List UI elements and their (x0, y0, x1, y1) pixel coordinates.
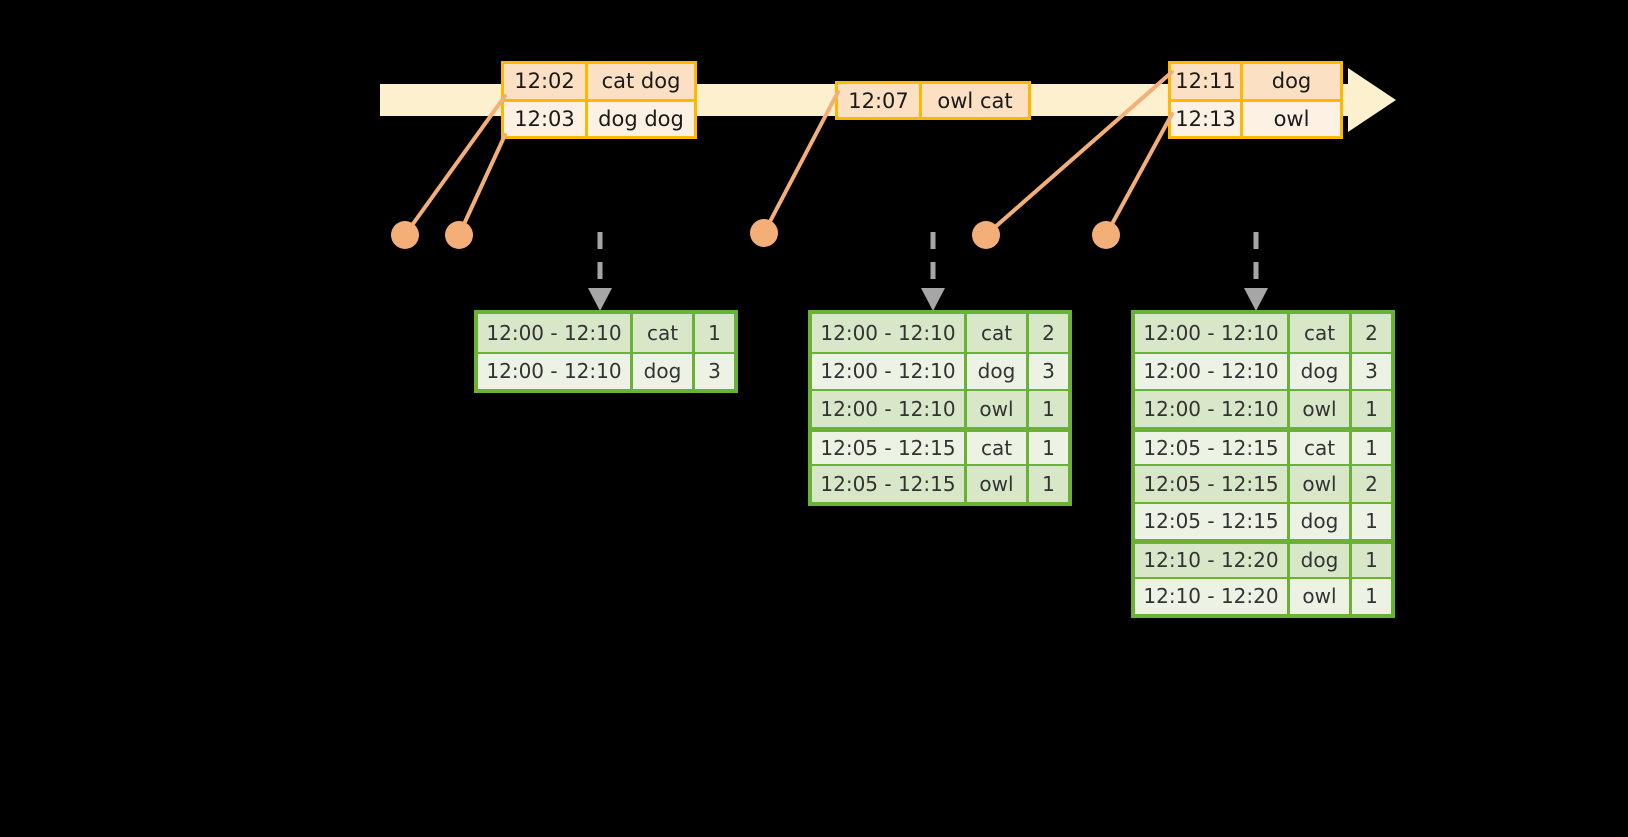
cell-count: 1 (1026, 466, 1068, 502)
emit-arrow-head-3 (1244, 288, 1268, 311)
table-row: 12:10 - 12:20 dog 1 (1135, 539, 1391, 577)
table-row: 12:00 - 12:10 dog 3 (812, 351, 1068, 389)
cell-key: cat (1287, 431, 1349, 464)
event-row: 12:13 owl (1171, 98, 1340, 136)
table-row: 12:05 - 12:15 owl 1 (812, 464, 1068, 502)
event-time: 12:11 (1171, 64, 1243, 99)
cell-window: 12:00 - 12:10 (478, 314, 630, 352)
event-row: 12:03 dog dog (504, 98, 694, 136)
cell-key: owl (964, 391, 1026, 427)
cell-count: 1 (1349, 503, 1391, 539)
cell-key: dog (964, 353, 1026, 389)
event-dot-3 (750, 219, 778, 247)
cell-key: cat (630, 314, 692, 352)
event-dot-2 (445, 221, 473, 249)
cell-key: cat (964, 431, 1026, 464)
cell-key: cat (964, 314, 1026, 352)
event-time: 12:07 (838, 84, 922, 117)
event-box-2[interactable]: 12:07 owl cat (835, 81, 1031, 120)
cell-count: 1 (1349, 431, 1391, 464)
event-dot-1 (391, 221, 419, 249)
cell-key: dog (630, 353, 692, 389)
cell-key: dog (1287, 544, 1349, 577)
cell-count: 2 (1349, 314, 1391, 352)
event-value: owl (1273, 106, 1310, 131)
event-value: owl cat (937, 88, 1013, 113)
cell-count: 1 (1026, 431, 1068, 464)
cell-count: 1 (1349, 391, 1391, 427)
cell-count: 1 (1349, 578, 1391, 614)
cell-key: owl (964, 466, 1026, 502)
cell-count: 3 (1026, 353, 1068, 389)
event-box-3[interactable]: 12:11 dog 12:13 owl (1168, 61, 1343, 139)
result-table-2[interactable]: 12:00 - 12:10 cat 2 12:00 - 12:10 dog 3 … (808, 310, 1072, 506)
table-row: 12:05 - 12:15 owl 2 (1135, 464, 1391, 502)
event-time: 12:02 (504, 64, 588, 99)
result-table-1[interactable]: 12:00 - 12:10 cat 1 12:00 - 12:10 dog 3 (474, 310, 738, 393)
cell-window: 12:00 - 12:10 (812, 314, 964, 352)
connector-line-5 (1104, 112, 1174, 237)
event-row: 12:07 owl cat (838, 84, 1028, 117)
table-row: 12:00 - 12:10 dog 3 (478, 351, 734, 389)
cell-count: 1 (1349, 544, 1391, 577)
table-row: 12:05 - 12:15 dog 1 (1135, 501, 1391, 539)
cell-window: 12:00 - 12:10 (1135, 314, 1287, 352)
event-row: 12:11 dog (1171, 64, 1340, 99)
cell-window: 12:05 - 12:15 (812, 431, 964, 464)
table-row: 12:00 - 12:10 owl 1 (812, 389, 1068, 427)
table-row: 12:00 - 12:10 cat 2 (1135, 314, 1391, 352)
cell-count: 3 (692, 353, 734, 389)
cell-window: 12:05 - 12:15 (1135, 466, 1287, 502)
cell-window: 12:05 - 12:15 (1135, 431, 1287, 464)
event-box-1[interactable]: 12:02 cat dog 12:03 dog dog (501, 61, 697, 139)
connector-line-2 (457, 133, 507, 237)
result-table-3[interactable]: 12:00 - 12:10 cat 2 12:00 - 12:10 dog 3 … (1131, 310, 1395, 618)
table-row: 12:00 - 12:10 cat 1 (478, 314, 734, 352)
cell-window: 12:00 - 12:10 (478, 353, 630, 389)
event-value: dog (1271, 69, 1312, 94)
cell-key: dog (1287, 503, 1349, 539)
event-value: cat dog (601, 69, 681, 94)
cell-count: 1 (692, 314, 734, 352)
table-row: 12:05 - 12:15 cat 1 (812, 426, 1068, 464)
cell-window: 12:00 - 12:10 (812, 353, 964, 389)
emit-arrow-head-1 (588, 288, 612, 311)
table-row: 12:00 - 12:10 owl 1 (1135, 389, 1391, 427)
cell-key: owl (1287, 391, 1349, 427)
cell-window: 12:05 - 12:15 (1135, 503, 1287, 539)
cell-key: owl (1287, 578, 1349, 614)
cell-key: cat (1287, 314, 1349, 352)
event-dot-4 (972, 221, 1000, 249)
cell-window: 12:05 - 12:15 (812, 466, 964, 502)
connector-line-1 (403, 94, 507, 237)
cell-key: dog (1287, 353, 1349, 389)
cell-window: 12:00 - 12:10 (1135, 353, 1287, 389)
emit-arrow-head-2 (921, 288, 945, 311)
event-time: 12:03 (504, 101, 588, 136)
cell-window: 12:10 - 12:20 (1135, 544, 1287, 577)
cell-count: 3 (1349, 353, 1391, 389)
cell-count: 2 (1349, 466, 1391, 502)
table-row: 12:05 - 12:15 cat 1 (1135, 426, 1391, 464)
cell-window: 12:00 - 12:10 (812, 391, 964, 427)
cell-window: 12:10 - 12:20 (1135, 578, 1287, 614)
table-row: 12:10 - 12:20 owl 1 (1135, 576, 1391, 614)
cell-count: 2 (1026, 314, 1068, 352)
table-row: 12:00 - 12:10 dog 3 (1135, 351, 1391, 389)
table-row: 12:00 - 12:10 cat 2 (812, 314, 1068, 352)
event-time: 12:13 (1171, 101, 1243, 136)
cell-window: 12:00 - 12:10 (1135, 391, 1287, 427)
event-dot-5 (1092, 221, 1120, 249)
cell-key: owl (1287, 466, 1349, 502)
timeline-arrowhead (1348, 68, 1396, 132)
event-row: 12:02 cat dog (504, 64, 694, 99)
cell-count: 1 (1026, 391, 1068, 427)
event-value: dog dog (598, 106, 684, 131)
